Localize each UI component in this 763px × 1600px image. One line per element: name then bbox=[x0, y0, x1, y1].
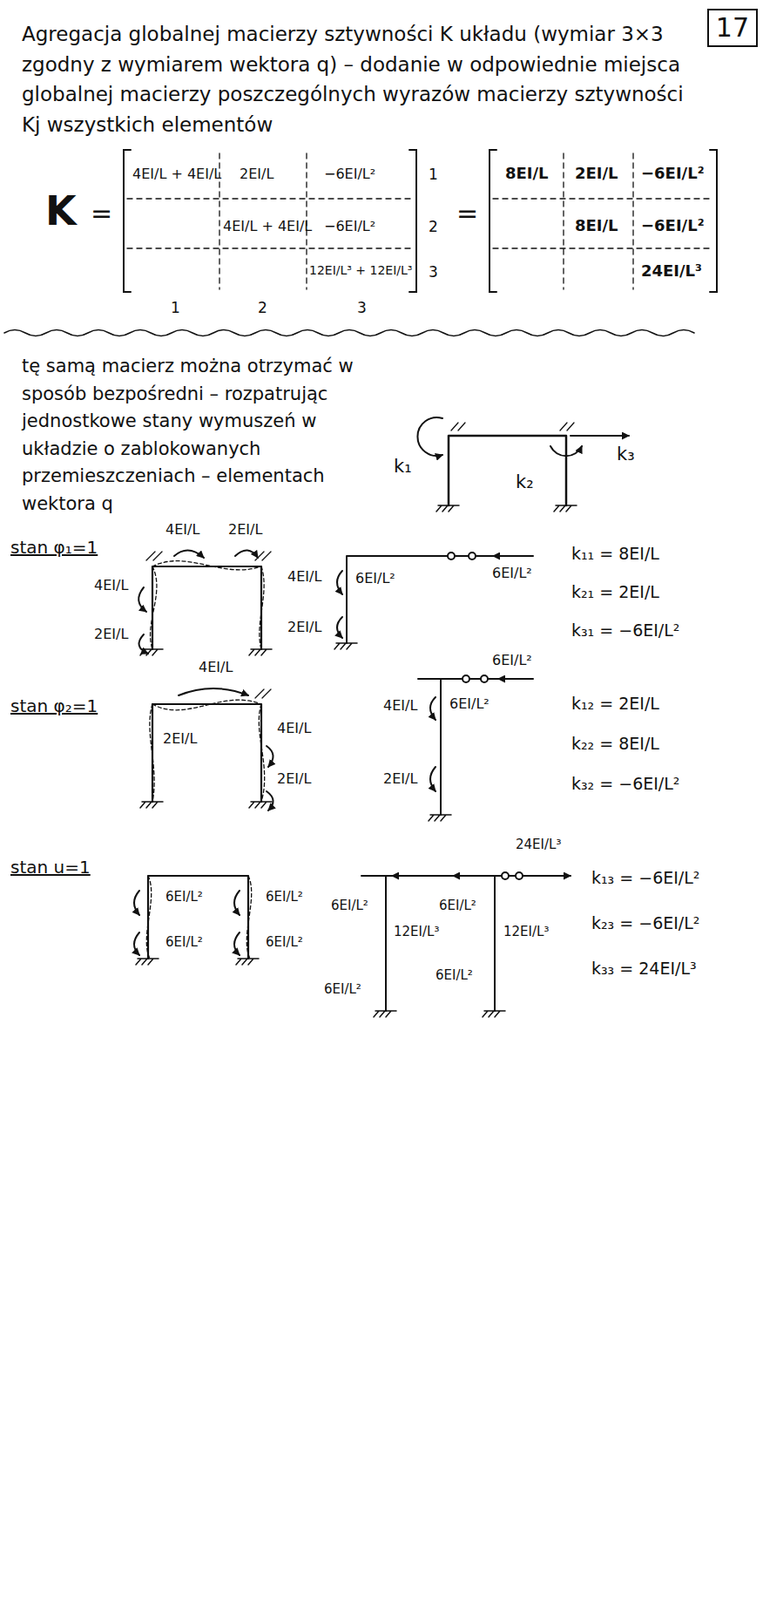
matrix-entry: 8EI/L bbox=[574, 216, 619, 237]
row-index: 3 bbox=[428, 263, 439, 282]
moment-value: 2EI/L bbox=[94, 625, 129, 643]
moment-value: 6EI/L² bbox=[330, 897, 369, 914]
matrix-entry: −6EI/L² bbox=[324, 217, 376, 236]
state-title: stan φ₂=1 bbox=[10, 695, 98, 717]
moment-value: 4EI/L bbox=[287, 567, 322, 586]
force-value: 6EI/L² bbox=[355, 569, 396, 588]
moment-value: 2EI/L bbox=[287, 618, 322, 636]
column-index: 3 bbox=[357, 298, 367, 318]
stiffness-term: k₃₂ = −6EI/L² bbox=[571, 773, 680, 795]
matrix-bracket bbox=[489, 149, 717, 292]
matrix-symbol: K bbox=[45, 186, 77, 237]
page-number-box: 17 bbox=[707, 8, 758, 48]
matrix-entry: 8EI/L bbox=[505, 163, 549, 184]
moment-value: 6EI/L² bbox=[165, 888, 203, 905]
moment-value: 2EI/L bbox=[162, 729, 197, 748]
moment-value: 6EI/L² bbox=[324, 980, 362, 998]
state-title: stan u=1 bbox=[10, 856, 91, 878]
force-value: 6EI/L² bbox=[492, 564, 533, 582]
force-value: 6EI/L² bbox=[449, 695, 490, 713]
matrix-entry: −6EI/L² bbox=[641, 216, 705, 237]
matrix-entry: −6EI/L² bbox=[641, 163, 705, 184]
moment-value: 6EI/L² bbox=[165, 933, 203, 951]
row-index: 1 bbox=[428, 165, 439, 184]
moment-value: 6EI/L² bbox=[265, 933, 304, 951]
frame-u bbox=[134, 875, 259, 965]
frame-scheme bbox=[417, 417, 629, 512]
stiffness-term: k₂₃ = −6EI/L² bbox=[591, 912, 700, 934]
stiffness-term: k₃₃ = 24EI/L³ bbox=[591, 958, 697, 980]
moment-value: 6EI/L² bbox=[438, 897, 477, 914]
stiffness-term: k₁₂ = 2EI/L bbox=[571, 693, 660, 715]
moment-value: 2EI/L bbox=[383, 769, 418, 788]
force-value: 12EI/L³ bbox=[503, 923, 549, 940]
force-label: k₂ bbox=[515, 470, 534, 493]
page-number: 17 bbox=[715, 12, 750, 44]
matrix-entry: 2EI/L bbox=[574, 163, 619, 184]
force-value: 6EI/L² bbox=[492, 651, 533, 669]
moment-value: 2EI/L bbox=[228, 520, 263, 539]
force-value: 24EI/L³ bbox=[515, 836, 561, 853]
equals-sign: = bbox=[90, 196, 113, 230]
force-label: k₃ bbox=[616, 442, 635, 466]
column-index: 2 bbox=[257, 298, 268, 318]
free-body-phi2 bbox=[418, 675, 534, 821]
frame-phi2 bbox=[140, 688, 274, 811]
moment-value: 2EI/L bbox=[276, 769, 311, 788]
note-text: tę samą macierz można otrzymać w sposób … bbox=[21, 352, 388, 518]
moment-value: 4EI/L bbox=[276, 719, 311, 737]
column-index: 1 bbox=[170, 298, 181, 318]
moment-value: 6EI/L² bbox=[435, 966, 473, 984]
equals-sign: = bbox=[456, 196, 479, 230]
moment-value: 6EI/L² bbox=[265, 888, 304, 905]
matrix-entry: 4EI/L + 4EI/L bbox=[132, 165, 222, 183]
stiffness-term: k₂₂ = 8EI/L bbox=[571, 733, 660, 755]
state-title: stan φ₁=1 bbox=[10, 536, 98, 559]
moment-value: 4EI/L bbox=[94, 576, 129, 595]
row-index: 2 bbox=[428, 217, 439, 237]
wavy-separator bbox=[4, 330, 695, 337]
matrix-entry: −6EI/L² bbox=[324, 165, 376, 183]
matrix-bracket bbox=[123, 149, 417, 292]
force-label: k₁ bbox=[393, 454, 412, 478]
moment-value: 4EI/L bbox=[383, 696, 418, 715]
moment-value: 4EI/L bbox=[165, 520, 200, 539]
moment-value: 4EI/L bbox=[198, 658, 233, 676]
matrix-entry: 24EI/L³ bbox=[641, 261, 703, 282]
matrix-grid bbox=[127, 153, 714, 290]
frame-phi1 bbox=[138, 549, 272, 655]
matrix-entry: 4EI/L + 4EI/L bbox=[222, 217, 312, 236]
stiffness-term: k₁₁ = 8EI/L bbox=[571, 543, 660, 565]
force-value: 12EI/L³ bbox=[393, 923, 439, 940]
matrix-entry: 2EI/L bbox=[239, 165, 274, 183]
free-body-phi1 bbox=[334, 552, 534, 649]
stiffness-term: k₂₁ = 2EI/L bbox=[571, 581, 660, 603]
free-body-u bbox=[361, 871, 571, 1017]
note-text: Agregacja globalnej macierzy sztywności … bbox=[21, 19, 693, 140]
stiffness-term: k₃₁ = −6EI/L² bbox=[571, 620, 680, 642]
stiffness-term: k₁₃ = −6EI/L² bbox=[591, 867, 700, 889]
matrix-entry: 12EI/L³ + 12EI/L³ bbox=[309, 263, 412, 279]
